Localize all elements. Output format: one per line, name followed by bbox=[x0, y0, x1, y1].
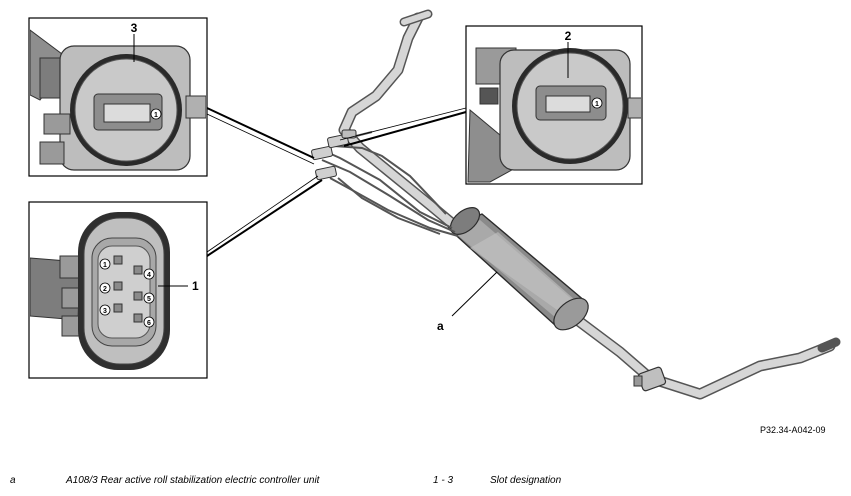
legend-key-slots: 1 - 3 bbox=[433, 475, 454, 486]
pin-label-1: 1 bbox=[103, 262, 107, 269]
pin-labels: 1 2 3 4 5 6 bbox=[99, 258, 155, 328]
figure-code: P32.34-A042-09 bbox=[760, 425, 826, 435]
legend-key-a: a bbox=[10, 475, 16, 486]
detail-slot-1: 1 2 3 4 5 6 1 bbox=[28, 201, 208, 379]
pin-label-5: 5 bbox=[147, 296, 151, 303]
stabilizer-bar bbox=[338, 9, 841, 400]
slot-3-pin-marker: 1 bbox=[154, 112, 158, 119]
pin-label-6: 6 bbox=[147, 320, 151, 327]
wiring-harness bbox=[321, 131, 459, 237]
callout-1: 1 bbox=[192, 279, 199, 293]
harness-connectors bbox=[311, 129, 357, 181]
leader-line-a bbox=[451, 271, 498, 317]
actuator-unit bbox=[446, 207, 589, 331]
legend-text-slots: Slot designation bbox=[490, 475, 562, 486]
detail-slot-2: 1 2 bbox=[465, 25, 643, 185]
pin-label-2: 2 bbox=[103, 286, 107, 293]
detail-slot-3: 1 3 bbox=[28, 17, 208, 177]
callout-2: 2 bbox=[565, 29, 572, 43]
detail-pointer-lines bbox=[206, 107, 467, 257]
callout-a: a bbox=[437, 319, 444, 333]
callout-3: 3 bbox=[131, 21, 138, 35]
pin-label-4: 4 bbox=[147, 272, 151, 279]
pin-label-3: 3 bbox=[103, 308, 107, 315]
slot-2-pin-marker: 1 bbox=[595, 101, 599, 108]
legend-text-a: A108/3 Rear active roll stabilization el… bbox=[66, 475, 320, 486]
